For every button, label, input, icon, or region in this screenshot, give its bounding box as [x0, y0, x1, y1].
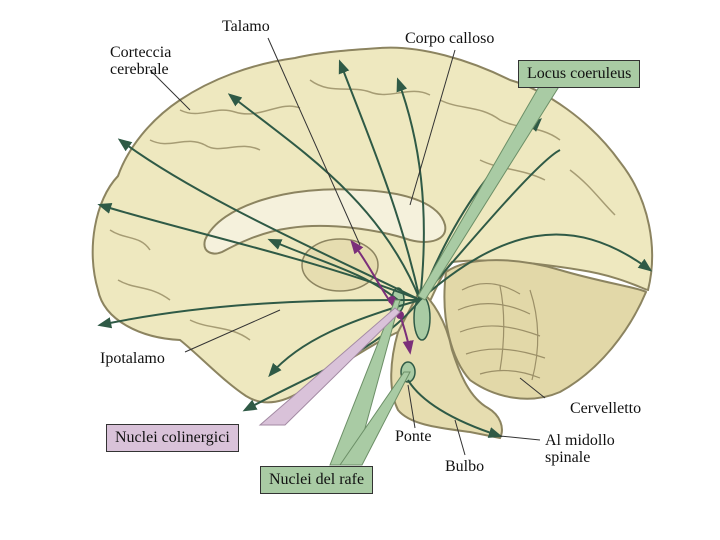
leader-lines [149, 37, 546, 456]
cerebellum [443, 259, 648, 400]
locus-coeruleus-nucleus [413, 295, 431, 341]
label-ponte: Ponte [395, 428, 432, 445]
label-corteccia: Corteccia cerebrale [110, 44, 172, 78]
colinergici-pointer [258, 307, 401, 426]
box-locus-coeruleus: Locus coeruleus [518, 60, 641, 88]
label-corpo-calloso: Corpo calloso [405, 30, 495, 47]
box-nuclei-colinergici: Nuclei colinergici [106, 424, 239, 452]
label-cervelletto: Cervelletto [570, 400, 642, 417]
label-bulbo: Bulbo [445, 458, 485, 475]
corpus-callosum [203, 188, 447, 255]
label-midollo: Al midollo spinale [545, 432, 615, 466]
label-ipotalamo: Ipotalamo [100, 350, 165, 367]
cortex-gyri [109, 79, 616, 341]
rafe-pointer-lower [339, 371, 411, 466]
label-talamo: Talamo [222, 18, 270, 35]
box-nuclei-rafe: Nuclei del rafe [260, 466, 374, 494]
cerebellum-folia [457, 283, 546, 381]
